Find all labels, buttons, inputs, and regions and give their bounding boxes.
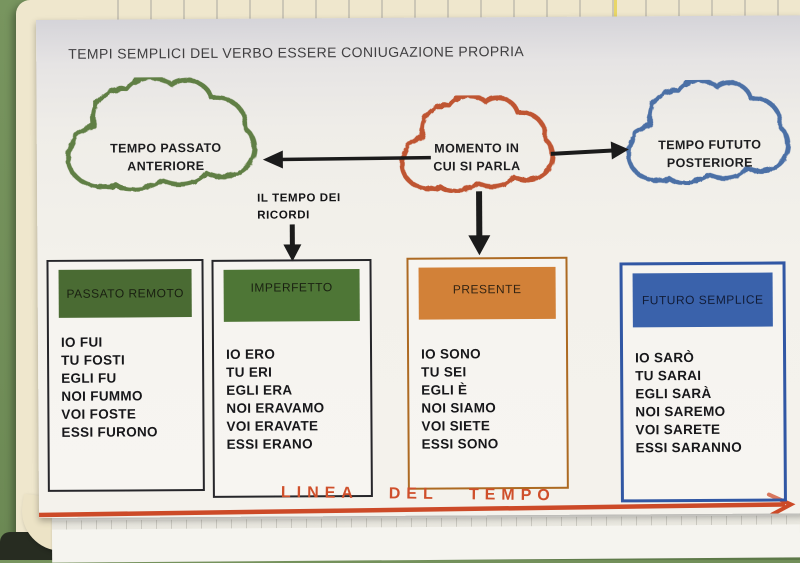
page-below-sheet [52,509,800,562]
cloud-moment-label: MOMENTO IN CUI SI PARLA [411,139,543,176]
timeline-label: LINEA DEL TEMPO [281,484,556,505]
conjugation-line: TU FOSTI [61,351,202,370]
tense-box-header: PRESENTE [419,267,556,320]
conjugation-line: ESSI FURONO [61,423,202,442]
conjugation-line: VOI SARETE [635,420,783,439]
tense-box-header: PASSATO REMOTO [59,269,192,318]
conjugation-list: IO ERO TU ERI EGLI ERA NOI ERAVAMO VOI E… [214,345,371,454]
tense-box-presente: PRESENTE IO SONO TU SEI EGLI È NOI SIAMO… [406,257,568,490]
conjugation-line: EGLI ERA [226,381,370,400]
conjugation-line: TU SARAI [635,366,783,385]
conjugation-line: EGLI FU [61,369,202,388]
diagram-sheet: TEMPI SEMPLICI DEL VERBO ESSERE CONIUGAZ… [36,15,800,518]
conjugation-line: IO SONO [421,345,566,364]
arrow-to-present [468,191,490,255]
arrow-to-future [551,141,629,159]
conjugation-line: VOI FOSTE [61,405,202,424]
conjugation-line: ESSI ERANO [227,435,371,454]
conjugation-line: VOI ERAVATE [226,417,370,436]
memory-note: IL TEMPO DEI RICORDI [257,190,341,225]
tense-box-header: IMPERFETTO [224,269,360,322]
graph-paper-edge [52,515,800,529]
cloud-future-label: TEMPO FUTUTO POSTERIORE [635,135,785,172]
conjugation-line: IO FUI [61,333,202,352]
conjugation-line: IO SARÒ [635,348,783,367]
conjugation-line: NOI SIAMO [421,399,566,418]
conjugation-line: EGLI È [421,381,566,400]
conjugation-line: ESSI SONO [422,435,567,454]
conjugation-line: VOI SIETE [421,417,566,436]
conjugation-list: IO SARÒ TU SARAI EGLI SARÀ NOI SAREMO VO… [623,348,784,457]
conjugation-line: NOI SAREMO [635,402,783,421]
tense-box-passato-remoto: PASSATO REMOTO IO FUI TU FOSTI EGLI FU N… [46,259,204,492]
cloud-past-label: TEMPO PASSATO ANTERIORE [81,139,251,176]
conjugation-line: IO ERO [226,345,370,364]
conjugation-line: TU SEI [421,363,566,382]
conjugation-line: NOI FUMMO [61,387,202,406]
arrow-memory-to-imperfetto [283,224,301,261]
page-title: TEMPI SEMPLICI DEL VERBO ESSERE CONIUGAZ… [68,43,524,62]
conjugation-line: ESSI SARANNO [636,438,784,457]
conjugation-line: NOI ERAVAMO [226,399,370,418]
conjugation-line: TU ERI [226,363,370,382]
conjugation-list: IO SONO TU SEI EGLI È NOI SIAMO VOI SIET… [409,345,567,454]
tense-box-futuro-semplice: FUTURO SEMPLICE IO SARÒ TU SARAI EGLI SA… [619,261,786,502]
conjugation-line: EGLI SARÀ [635,384,783,403]
tense-box-header: FUTURO SEMPLICE [633,273,773,328]
tense-box-imperfetto: IMPERFETTO IO ERO TU ERI EGLI ERA NOI ER… [211,259,372,498]
conjugation-list: IO FUI TU FOSTI EGLI FU NOI FUMMO VOI FO… [49,333,203,442]
